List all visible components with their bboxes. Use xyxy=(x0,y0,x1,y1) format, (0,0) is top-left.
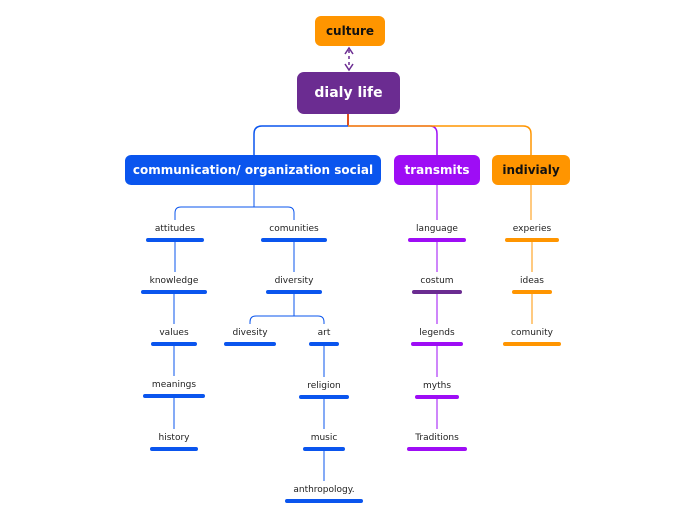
leaf-anthropology[interactable]: anthropology. xyxy=(293,485,355,495)
leaf-costum-underline xyxy=(412,290,462,294)
leaf-ideas[interactable]: ideas xyxy=(520,276,544,286)
leaf-religion[interactable]: religion xyxy=(307,381,341,391)
leaf-ideas-underline xyxy=(512,290,552,294)
leaf-language[interactable]: language xyxy=(416,224,458,234)
node-culture-label: culture xyxy=(325,24,375,38)
leaf-divesity-underline xyxy=(224,342,276,346)
leaf-myths[interactable]: myths xyxy=(422,381,452,391)
leaf-art-underline xyxy=(309,342,339,346)
leaf-values-underline xyxy=(151,342,197,346)
leaf-traditions-underline xyxy=(407,447,467,451)
leaf-traditions[interactable]: Traditions xyxy=(415,433,459,443)
leaf-attitudes[interactable]: attitudes xyxy=(154,224,196,234)
node-dialy-life[interactable]: dialy life xyxy=(297,72,400,114)
diversity-to-divesity xyxy=(249,315,294,324)
leaf-divesity[interactable]: divesity xyxy=(232,328,268,338)
leaf-diversity[interactable]: diversity xyxy=(274,276,314,286)
leaf-history-underline xyxy=(150,447,198,451)
leaf-meanings[interactable]: meanings xyxy=(151,380,197,390)
leaf-experies-underline xyxy=(505,238,559,242)
root-to-communication xyxy=(253,125,348,155)
leaf-values[interactable]: values xyxy=(159,328,189,338)
root-to-transmits xyxy=(348,125,438,155)
leaf-costum[interactable]: costum xyxy=(420,276,454,286)
node-transmits[interactable]: transmits xyxy=(394,155,480,185)
leaf-comunity-underline xyxy=(503,342,561,346)
leaf-religion-underline xyxy=(299,395,349,399)
node-individual-label: indivialy xyxy=(502,163,560,177)
node-communication[interactable]: communication/ organization social xyxy=(125,155,381,185)
node-culture[interactable]: culture xyxy=(315,16,385,46)
diversity-to-art xyxy=(294,315,325,324)
leaf-comunities-underline xyxy=(261,238,327,242)
leaf-comunity[interactable]: comunity xyxy=(511,328,553,338)
leaf-music[interactable]: music xyxy=(310,433,338,443)
leaf-knowledge-underline xyxy=(141,290,207,294)
leaf-legends-underline xyxy=(411,342,463,346)
leaf-anthropology-underline xyxy=(285,499,363,503)
leaf-language-underline xyxy=(408,238,466,242)
leaf-myths-underline xyxy=(415,395,459,399)
node-dialy-life-label: dialy life xyxy=(314,85,383,101)
node-communication-label: communication/ organization social xyxy=(132,163,374,177)
leaf-knowledge[interactable]: knowledge xyxy=(149,276,199,286)
leaf-experies[interactable]: experies xyxy=(512,224,552,234)
leaf-legends[interactable]: legends xyxy=(419,328,455,338)
leaf-music-underline xyxy=(303,447,345,451)
communication-to-attitudes xyxy=(174,206,254,220)
node-individual[interactable]: indivialy xyxy=(492,155,570,185)
leaf-history[interactable]: history xyxy=(158,433,190,443)
root-to-individual xyxy=(348,125,532,155)
culture-link-arrow-down xyxy=(344,63,354,72)
culture-link-arrow-up xyxy=(344,46,354,55)
leaf-diversity-underline xyxy=(266,290,322,294)
leaf-art[interactable]: art xyxy=(317,328,331,338)
leaf-comunities[interactable]: comunities xyxy=(269,224,319,234)
leaf-attitudes-underline xyxy=(146,238,204,242)
node-transmits-label: transmits xyxy=(404,163,470,177)
leaf-meanings-underline xyxy=(143,394,205,398)
communication-to-comunities xyxy=(254,206,295,220)
